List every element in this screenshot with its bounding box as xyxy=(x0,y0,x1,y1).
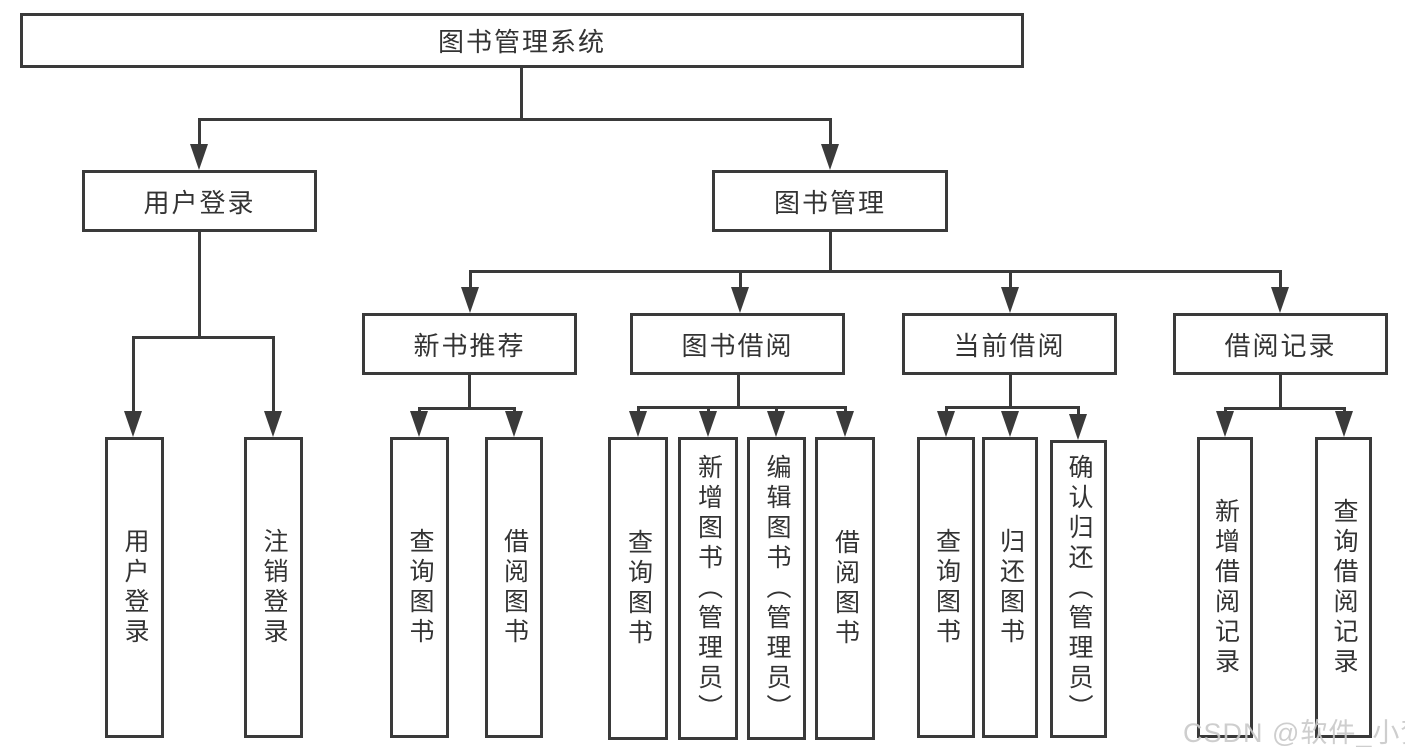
connector-line xyxy=(272,336,275,416)
node-book-management: 图书管理 xyxy=(712,170,948,232)
node-library-system: 图书管理系统 xyxy=(20,13,1024,68)
connector-line xyxy=(945,406,1080,409)
leaf-query-books-borrow: 查询图书 xyxy=(608,437,668,740)
arrowhead-icon xyxy=(767,411,785,437)
connector-line xyxy=(198,118,201,148)
arrowhead-icon xyxy=(190,144,208,170)
node-current-borrow: 当前借阅 xyxy=(902,313,1117,375)
arrowhead-icon xyxy=(821,144,839,170)
connector-line xyxy=(198,232,201,336)
leaf-user-login: 用户登录 xyxy=(105,437,164,738)
connector-line xyxy=(945,406,948,415)
arrowhead-icon xyxy=(836,411,854,437)
connector-line xyxy=(132,336,135,416)
leaf-query-books-current: 查询图书 xyxy=(917,437,975,738)
arrowhead-icon xyxy=(731,287,749,313)
arrowhead-icon xyxy=(699,411,717,437)
connector-line xyxy=(829,232,832,270)
leaf-borrow-books-borrow: 借阅图书 xyxy=(815,437,875,740)
leaf-borrow-books-recommend: 借阅图书 xyxy=(485,437,543,738)
connector-line xyxy=(469,270,1282,273)
connector-line xyxy=(468,375,471,408)
connector-line xyxy=(1009,375,1012,408)
connector-line xyxy=(1279,270,1282,290)
connector-line xyxy=(707,406,710,415)
node-book-borrow: 图书借阅 xyxy=(630,313,845,375)
leaf-query-books-recommend: 查询图书 xyxy=(390,437,449,738)
leaf-logout: 注销登录 xyxy=(244,437,303,738)
connector-line xyxy=(1279,375,1282,408)
arrowhead-icon xyxy=(1001,411,1019,437)
arrowhead-icon xyxy=(461,287,479,313)
connector-line xyxy=(520,68,523,118)
node-new-book-recommend: 新书推荐 xyxy=(362,313,577,375)
leaf-edit-book-admin: 编辑图书（管理员） xyxy=(747,437,806,740)
leaf-add-borrow-record: 新增借阅记录 xyxy=(1197,437,1253,738)
arrowhead-icon xyxy=(937,411,955,437)
leaf-confirm-return-admin: 确认归还（管理员） xyxy=(1050,440,1107,738)
connector-line xyxy=(637,406,640,415)
connector-line xyxy=(737,375,740,408)
connector-line xyxy=(469,270,472,290)
arrowhead-icon xyxy=(1001,287,1019,313)
leaf-return-book: 归还图书 xyxy=(982,437,1038,738)
watermark: CSDN @软件_小贺同学 xyxy=(1183,718,1405,747)
arrowhead-icon xyxy=(1271,287,1289,313)
connector-line xyxy=(739,270,742,290)
connector-line xyxy=(418,407,516,410)
leaf-add-book-admin: 新增图书（管理员） xyxy=(678,437,738,740)
connector-line xyxy=(637,406,847,409)
arrowhead-icon xyxy=(1216,411,1234,437)
arrowhead-icon xyxy=(264,411,282,437)
connector-line xyxy=(132,336,275,339)
arrowhead-icon xyxy=(1069,414,1087,440)
node-user-login: 用户登录 xyxy=(82,170,317,232)
connector-line xyxy=(1009,270,1012,290)
arrowhead-icon xyxy=(410,411,428,437)
connector-line xyxy=(198,118,832,121)
arrowhead-icon xyxy=(629,411,647,437)
connector-line xyxy=(1077,406,1080,415)
connector-line xyxy=(1224,407,1345,410)
leaf-query-borrow-record: 查询借阅记录 xyxy=(1315,437,1372,738)
connector-line xyxy=(844,406,847,415)
arrowhead-icon xyxy=(1335,411,1353,437)
arrowhead-icon xyxy=(124,411,142,437)
arrowhead-icon xyxy=(505,411,523,437)
node-borrow-records: 借阅记录 xyxy=(1173,313,1388,375)
connector-line xyxy=(829,118,832,148)
connector-line xyxy=(775,406,778,415)
